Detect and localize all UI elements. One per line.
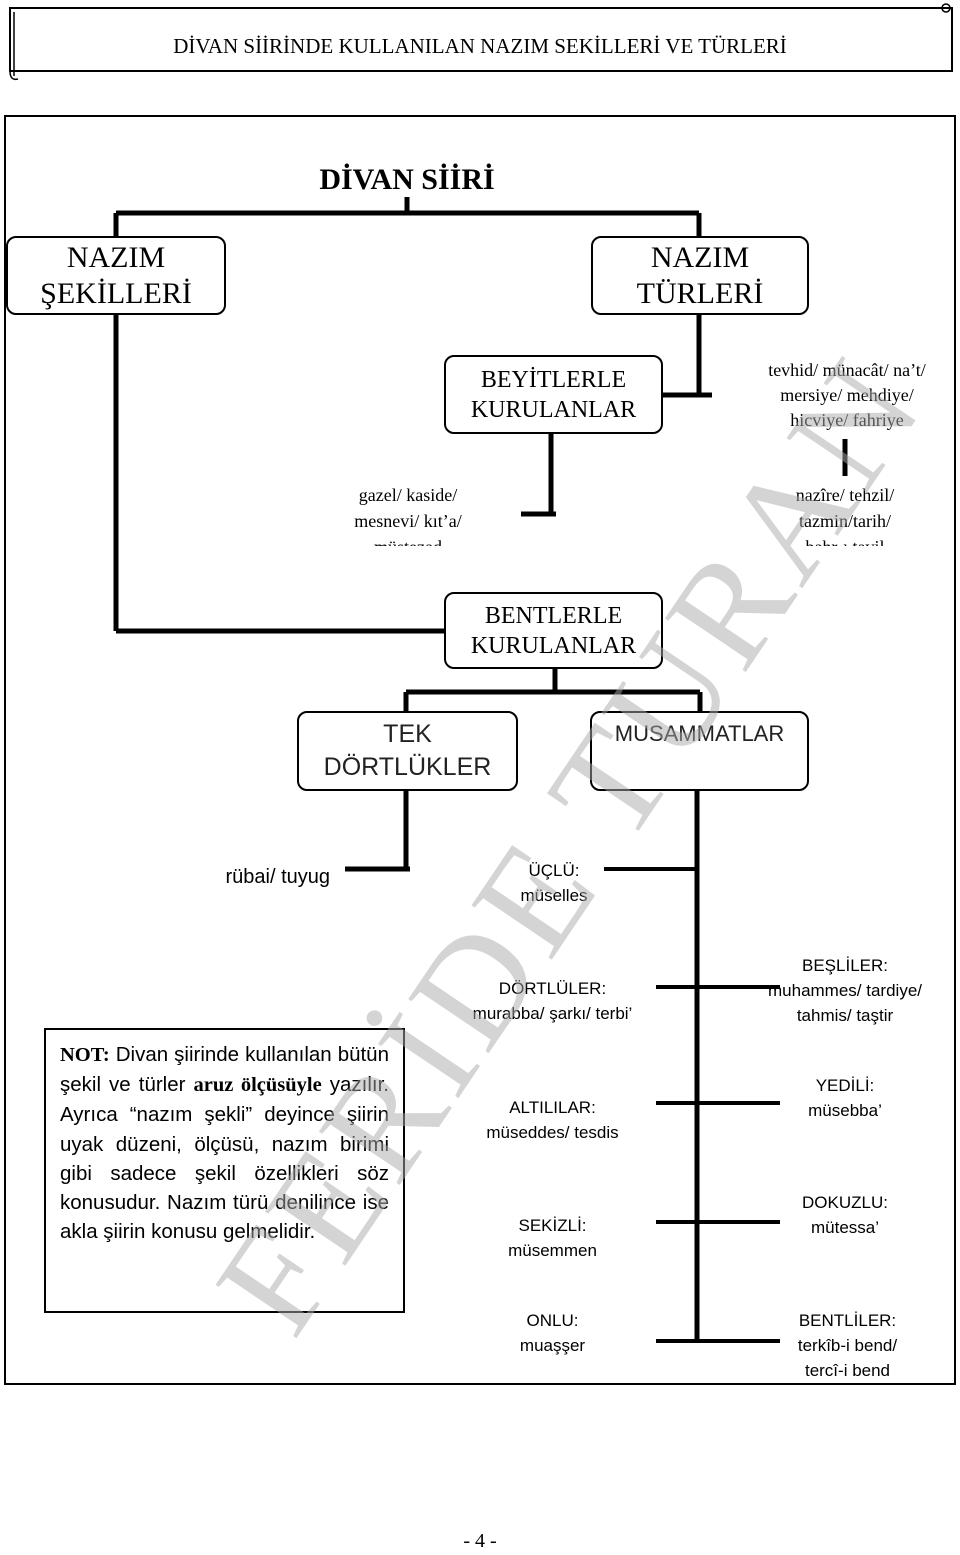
note-text-part-2: yazılır. Ayrıca “nazım şekli” deyince şi…: [60, 1073, 390, 1244]
nazim-turleri-box: NAZIM TÜRLERİ: [591, 236, 809, 315]
beyit-sekilleri-list: gazel/ kaside/ mesnevi/ kıt’a/ müstezad: [354, 485, 462, 546]
nazim-sekilleri-label: NAZIM ŞEKİLLERİ: [40, 240, 192, 310]
dokuzlu-item: DOKUZLU: mütessa’: [802, 1193, 888, 1237]
root-node: DİVAN SİİRİ: [319, 163, 495, 196]
onlu-item: ONLU: muaşşer: [519, 1311, 586, 1355]
note-text: NOT: Divan şiirinde kullanılan bütün şek…: [60, 1040, 389, 1246]
dortluler-item: DÖRTLÜLER: murabba/ şarkı/ terbi’: [472, 979, 633, 1023]
note-text-part-1: Divan şiirinde kullanılan bütün şekil ve…: [60, 1043, 389, 1097]
nazim-sekilleri-box: NAZIM ŞEKİLLERİ: [6, 236, 226, 315]
tek-dortluk-items: rübai/ tuyug: [225, 866, 330, 888]
musammatlar-box: MUSAMMATLAR: [590, 711, 809, 791]
nazim-turleri-label: NAZIM TÜRLERİ: [636, 240, 764, 310]
bentlerle-box: BENTLERLE KURULANLAR: [444, 592, 663, 669]
yedili-item: YEDİLİ: müsebba’: [808, 1076, 882, 1120]
page-number: - 4 -: [463, 1530, 497, 1552]
bentlerle-label: BENTLERLE KURULANLAR: [470, 602, 637, 659]
tek-dortlukler-box: TEK DÖRTLÜKLER: [297, 711, 518, 791]
tek-dortlukler-label: TEK DÖRTLÜKLER: [323, 720, 492, 781]
bentliler-item: BENTLİLER: terkîb-i bend/ tercî-i bend: [797, 1311, 898, 1380]
besliler-item: BEŞLİLER: muhammes/ tardiye/ tahmis/ taş…: [768, 956, 922, 1025]
nazim-turleri-list-2: nazîre/ tehzil/ tazmin/tarih/ bahr-ı tav…: [795, 485, 895, 546]
beyitlerle-label: BEYİTLERLE KURULANLAR: [470, 366, 637, 423]
page-title: DİVAN SİİRİNDE KULLANILAN NAZIM SEKİLLER…: [173, 34, 787, 58]
beyitlerle-box: BEYİTLERLE KURULANLAR: [444, 355, 663, 434]
uclu-item: ÜÇLÜ: müselles: [520, 861, 588, 905]
note-label: NOT:: [60, 1044, 110, 1066]
musammatlar-label: MUSAMMATLAR: [614, 721, 785, 746]
nazim-turleri-list-1: tevhid/ münacât/ na’t/ mersiye/ mehdiye/…: [768, 360, 926, 430]
note-bold-text: aruz ölçüsüyle: [193, 1074, 322, 1097]
sekizli-item: SEKİZLİ: müsemmen: [508, 1216, 597, 1260]
altililar-item: ALTILILAR: müseddes/ tesdis: [486, 1098, 619, 1142]
note-box: NOT: Divan şiirinde kullanılan bütün şek…: [44, 1028, 405, 1313]
header-banner: [9, 3, 953, 81]
